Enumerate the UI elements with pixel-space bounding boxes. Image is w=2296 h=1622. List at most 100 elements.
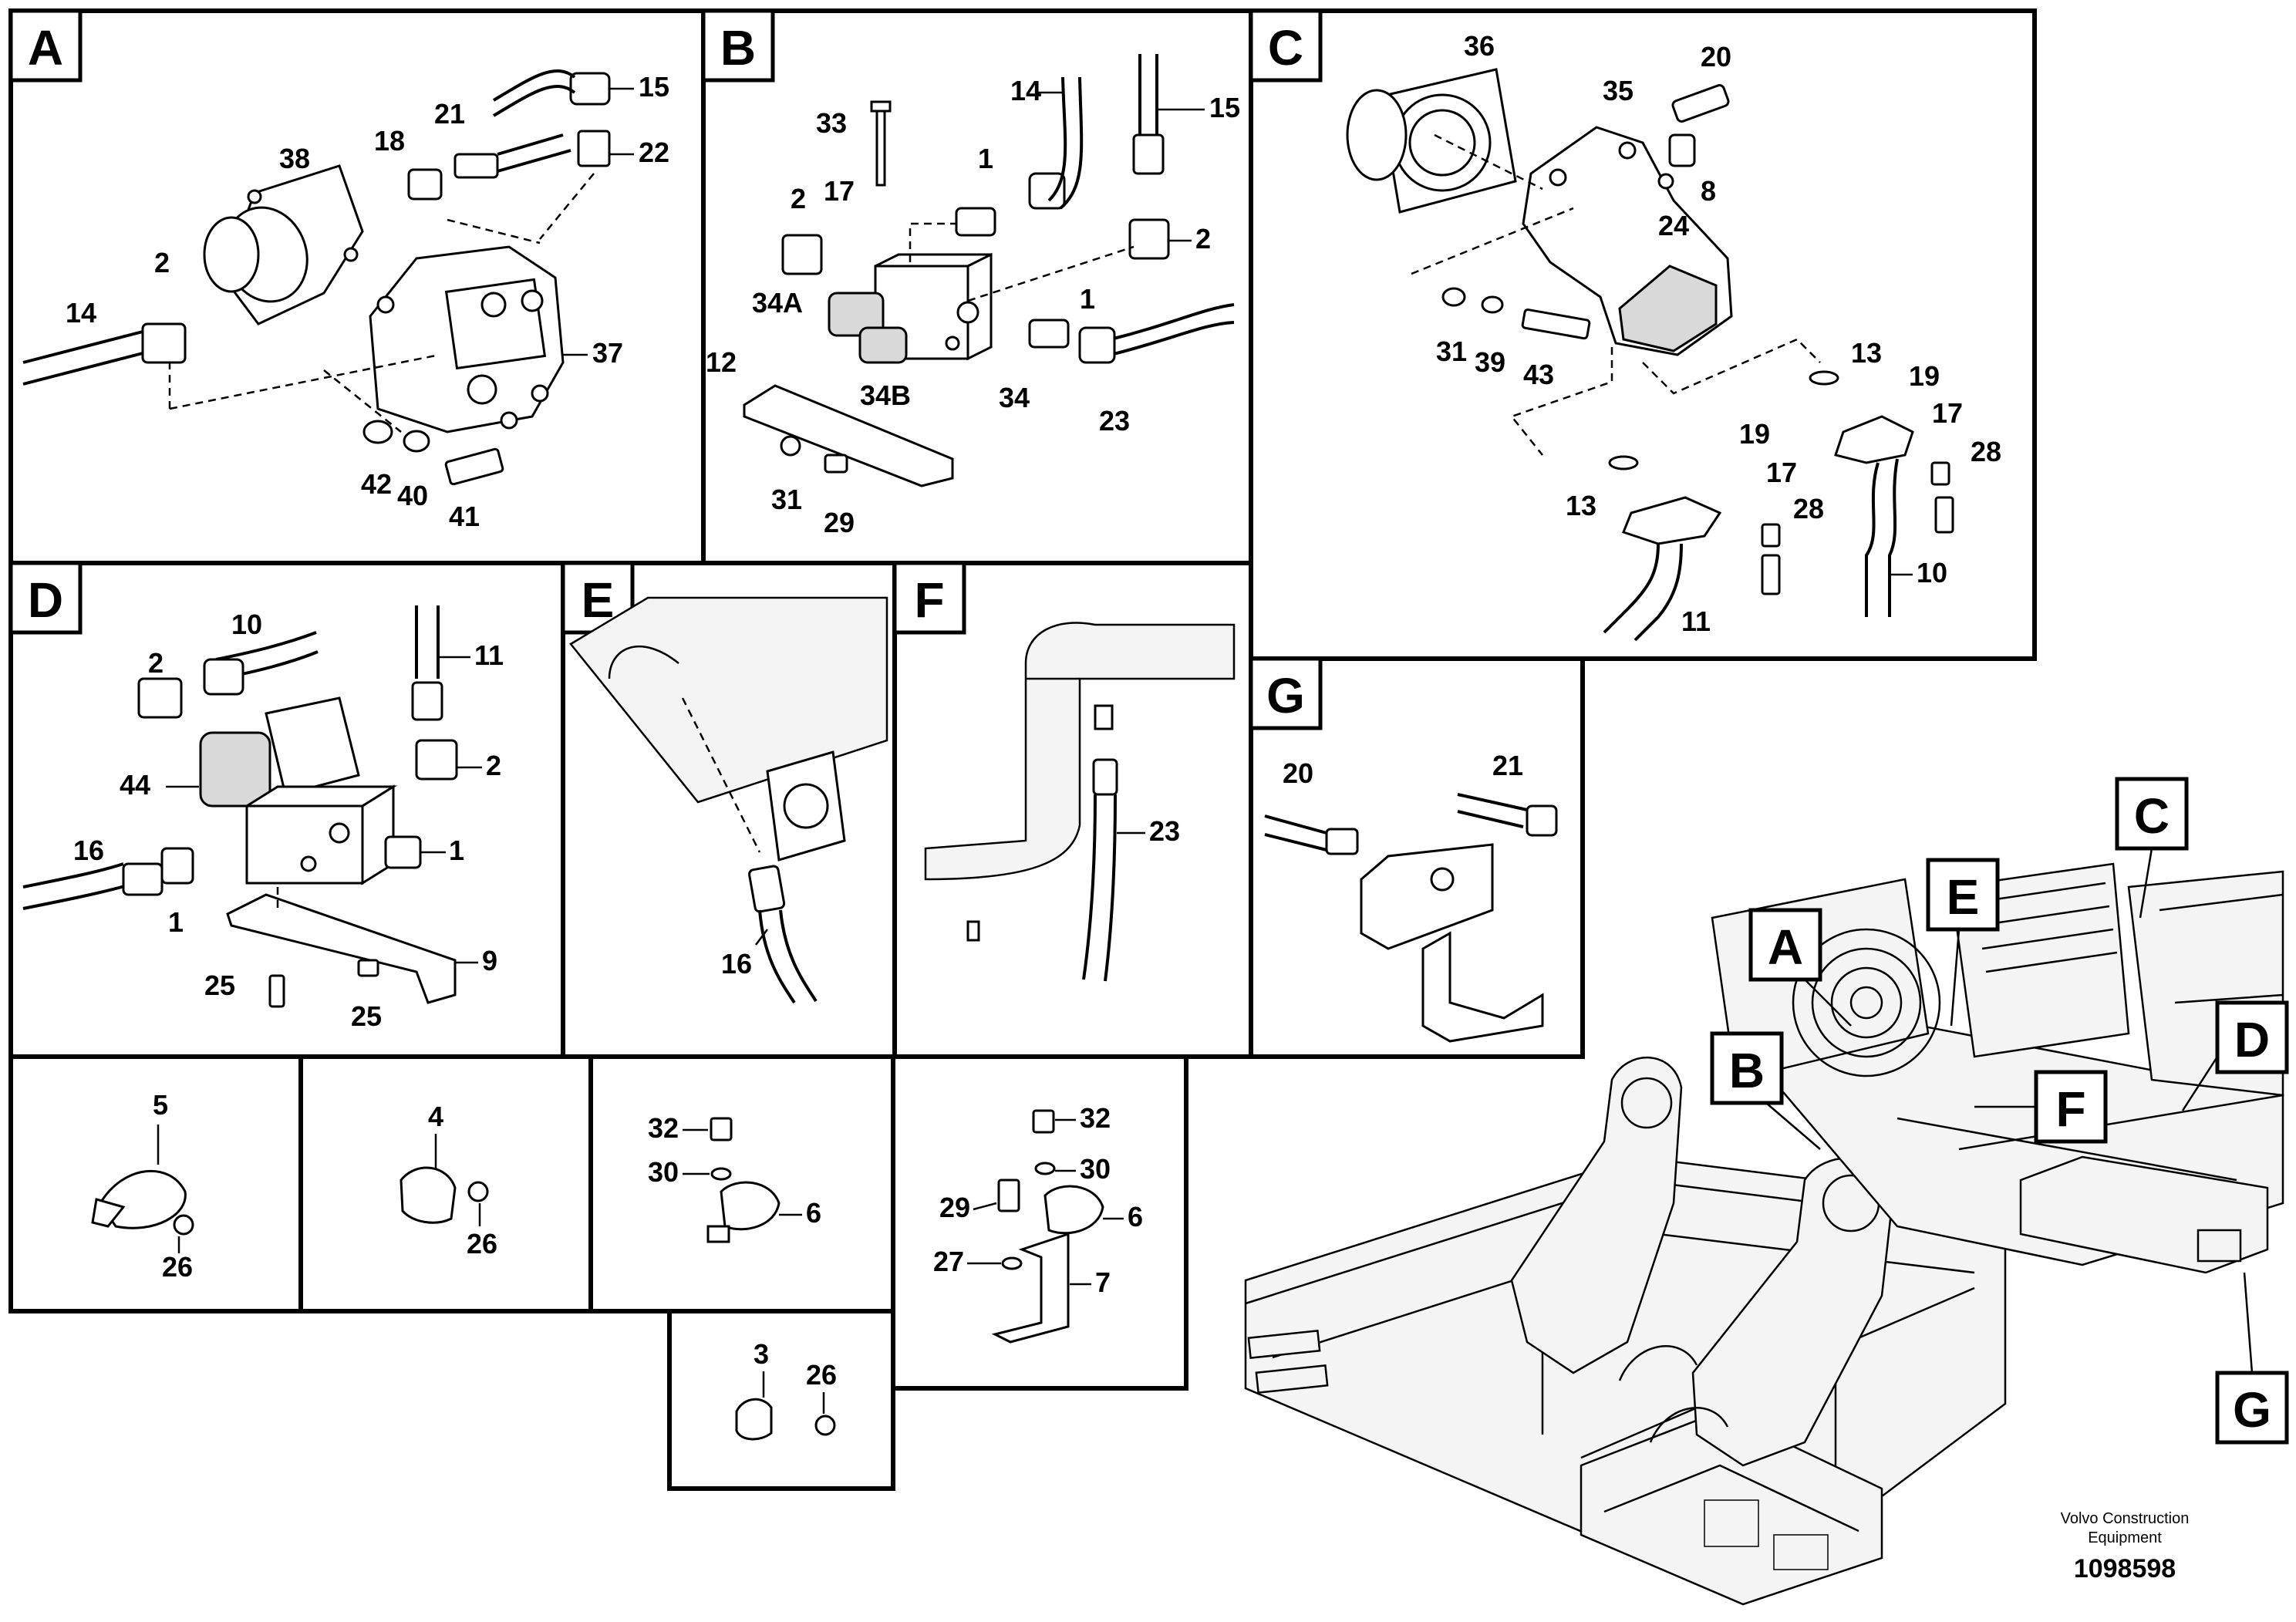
elbow-2b-icon bbox=[415, 739, 458, 781]
panel-g-drawing bbox=[1264, 793, 1558, 1043]
svg-text:1: 1 bbox=[449, 835, 464, 866]
panel-clamp4-drawing: 4 26 bbox=[400, 1101, 497, 1259]
panel-tag-a: A bbox=[8, 8, 83, 83]
svg-text:32: 32 bbox=[1080, 1102, 1111, 1134]
svg-text:11: 11 bbox=[474, 639, 504, 671]
svg-text:32: 32 bbox=[648, 1112, 679, 1144]
bolt-32-icon bbox=[1032, 1109, 1055, 1134]
svg-text:20: 20 bbox=[1283, 757, 1313, 789]
svg-text:16: 16 bbox=[721, 948, 752, 980]
svg-text:2: 2 bbox=[1195, 223, 1211, 255]
svg-text:33: 33 bbox=[816, 107, 847, 139]
svg-text:16: 16 bbox=[73, 835, 104, 866]
panel-clamp6b-drawing: 32 30 29 6 27 7 bbox=[933, 1102, 1143, 1344]
svg-text:21: 21 bbox=[434, 98, 465, 130]
overview-tag-b: B bbox=[1710, 1031, 1821, 1150]
svg-text:22: 22 bbox=[639, 137, 669, 168]
svg-text:12: 12 bbox=[706, 346, 737, 378]
panel-e-callouts: 16 bbox=[721, 929, 768, 980]
panel-g-callouts: 20 21 bbox=[1283, 750, 1523, 789]
svg-text:31: 31 bbox=[771, 484, 802, 515]
svg-text:25: 25 bbox=[204, 969, 235, 1001]
credit: Volvo Construction Equipment bbox=[2061, 1510, 2190, 1546]
panel-f-callouts: 23 bbox=[1117, 815, 1180, 847]
svg-text:8: 8 bbox=[1701, 175, 1716, 207]
fitting-16-icon bbox=[748, 865, 786, 913]
fitting-20-icon bbox=[1671, 84, 1730, 123]
svg-text:1: 1 bbox=[978, 143, 993, 174]
fitting-11-icon bbox=[411, 681, 443, 721]
panel-clamp3-frame bbox=[667, 1309, 895, 1491]
svg-text:26: 26 bbox=[162, 1251, 193, 1283]
fitting-21-icon bbox=[453, 153, 499, 179]
svg-text:10: 10 bbox=[1917, 557, 1947, 588]
fitting-1a-icon bbox=[384, 835, 422, 869]
svg-text:31: 31 bbox=[1436, 336, 1467, 367]
svg-text:43: 43 bbox=[1523, 359, 1554, 390]
svg-text:6: 6 bbox=[1128, 1201, 1143, 1233]
svg-text:35: 35 bbox=[1603, 75, 1633, 106]
svg-text:2: 2 bbox=[148, 647, 164, 679]
svg-text:19: 19 bbox=[1739, 418, 1770, 450]
svg-text:13: 13 bbox=[1851, 337, 1882, 369]
bolt-29-icon bbox=[997, 1179, 1020, 1212]
panel-b-drawing bbox=[743, 54, 1235, 487]
screw-26-icon bbox=[173, 1214, 194, 1236]
svg-text:19: 19 bbox=[1909, 360, 1940, 392]
svg-text:A: A bbox=[1768, 919, 1803, 975]
solenoid-44-icon bbox=[199, 731, 271, 808]
panel-tag-e: E bbox=[561, 561, 635, 635]
svg-text:28: 28 bbox=[1793, 493, 1824, 524]
overview-tag-f: F bbox=[1974, 1070, 2108, 1144]
svg-text:Volvo Construction: Volvo Construction bbox=[2061, 1510, 2190, 1527]
screw-26-icon bbox=[467, 1181, 489, 1202]
block-bracket-icon bbox=[1360, 843, 1494, 950]
overview-tag-c: C bbox=[2115, 777, 2189, 919]
panel-clamp5-drawing: 5 26 bbox=[91, 1089, 194, 1283]
svg-text:E: E bbox=[1947, 869, 1980, 925]
panel-a-drawing bbox=[22, 69, 611, 486]
svg-text:40: 40 bbox=[397, 480, 428, 511]
svg-text:27: 27 bbox=[933, 1246, 964, 1277]
panel-c-drawing bbox=[1346, 68, 1954, 642]
svg-text:44: 44 bbox=[120, 769, 150, 801]
svg-text:D: D bbox=[28, 572, 63, 628]
panel-b-callouts: 14 15 33 1 2 17 2 34A 1 34B 34 12 23 31 … bbox=[706, 75, 1240, 538]
svg-text:34A: 34A bbox=[752, 287, 803, 319]
fitting-20-icon bbox=[1325, 828, 1359, 855]
bracket-12-icon bbox=[743, 384, 954, 487]
overview-tag-a: A bbox=[1748, 908, 1852, 1027]
svg-text:11: 11 bbox=[1681, 605, 1711, 637]
svg-text:C: C bbox=[2134, 788, 2170, 844]
fitting-19a-icon bbox=[1834, 415, 1914, 464]
panel-f-drawing bbox=[924, 622, 1236, 982]
svg-text:41: 41 bbox=[449, 501, 480, 532]
svg-text:2: 2 bbox=[791, 183, 806, 214]
svg-text:B: B bbox=[720, 20, 756, 76]
svg-text:30: 30 bbox=[648, 1156, 679, 1188]
screw-26-icon bbox=[814, 1415, 836, 1436]
panel-tag-b: B bbox=[701, 8, 775, 83]
fitting-21-icon bbox=[1526, 804, 1558, 837]
svg-text:3: 3 bbox=[754, 1338, 769, 1370]
svg-text:29: 29 bbox=[824, 507, 855, 538]
svg-text:21: 21 bbox=[1492, 750, 1523, 781]
svg-text:9: 9 bbox=[482, 945, 497, 976]
svg-text:13: 13 bbox=[1566, 490, 1596, 521]
solenoid-34a-icon bbox=[828, 292, 885, 337]
fitting-1a-icon bbox=[955, 207, 996, 237]
svg-text:F: F bbox=[914, 572, 944, 628]
overview-tag-e: E bbox=[1926, 858, 2000, 1027]
svg-text:G: G bbox=[2233, 1382, 2271, 1438]
svg-text:20: 20 bbox=[1701, 41, 1731, 73]
svg-text:6: 6 bbox=[806, 1197, 821, 1229]
svg-text:5: 5 bbox=[153, 1089, 168, 1121]
svg-text:15: 15 bbox=[1209, 92, 1240, 123]
svg-text:D: D bbox=[2234, 1012, 2270, 1067]
document-number: 1098598 bbox=[2074, 1554, 2176, 1583]
fitting-1b-icon bbox=[160, 847, 194, 885]
solenoid-34b-icon bbox=[858, 326, 908, 364]
svg-text:23: 23 bbox=[1099, 405, 1130, 437]
svg-text:15: 15 bbox=[639, 71, 669, 103]
elbow-2b-icon bbox=[1128, 218, 1170, 260]
